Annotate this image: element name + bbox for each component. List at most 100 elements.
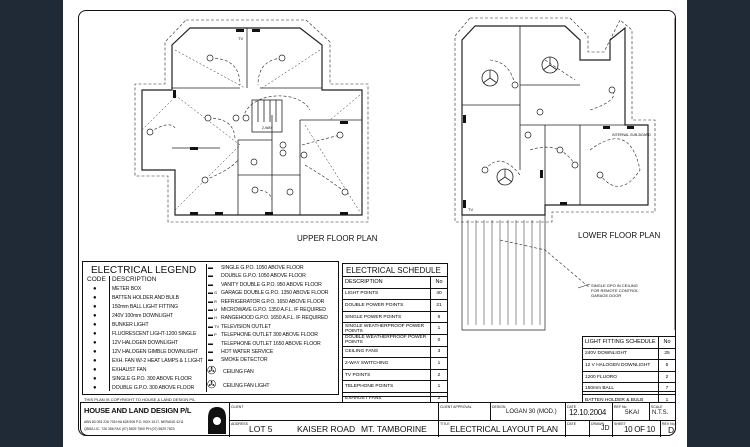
halogen-downlight-icon: ● (93, 340, 97, 346)
design-label: DESIGN (492, 405, 506, 409)
schedule-desc: SINGLE POWER POINTS (342, 310, 431, 324)
light-count: 5 (658, 359, 676, 372)
upper-floor-plan: TV 2-WAY (134, 19, 369, 223)
drawn-value: JD (601, 425, 610, 432)
batten-holder-icon: ● (93, 295, 97, 301)
upper-wiring (149, 57, 346, 201)
exhaust-fan-heat-icon: ● (93, 358, 97, 364)
garage-note-line: SINGLE GPO IN CEILING (591, 283, 638, 288)
company-line-1: ABN 83 093 226 705 HIA 628 506 P.O. BOX … (84, 420, 184, 424)
copyright-note: THIS PLAN IS COPYRIGHT TO HOUSE & LAND D… (84, 397, 196, 402)
garage-note-line: FOR REMOTE CONTROL (591, 288, 639, 293)
legend-item: BATTEN HOLDER AND BULB (112, 295, 179, 301)
legend-item: CEILING FAN (223, 369, 254, 375)
bunker-light-icon: ● (93, 322, 97, 328)
schedule-count: 1 (430, 380, 448, 393)
lower-outer-wall (461, 25, 649, 216)
tv-outlet-icon: ▬ (208, 323, 213, 330)
light-desc: 240V DOWNLIGHT (582, 347, 659, 361)
lower-eaves (454, 17, 656, 223)
drawing-title: ELECTRICAL LAYOUT PLAN (450, 424, 558, 434)
upper-eaves (134, 19, 369, 223)
light-desc: 1200 FLUORO (582, 370, 659, 384)
lower-tv-label: TV (468, 207, 473, 212)
schedule-desc: TV POINTS (342, 368, 431, 382)
upper-floor-title: UPPER FLOOR PLAN (297, 234, 378, 243)
lower-ceiling-fans (481, 56, 559, 186)
legend-item: EXH. FAN W/-2 HEAT LAMPS & 1 LIGHT (112, 358, 203, 364)
legend-code: R (214, 298, 217, 304)
single-gpo-icon: ● (93, 376, 97, 382)
lower-light-points (481, 81, 616, 179)
garage-note: SINGLE GPO IN CEILING FOR REMOTE CONTROL… (577, 283, 639, 298)
address-road: KAISER ROAD (297, 424, 356, 434)
electrical-legend: ELECTRICAL LEGEND CODE DESCRIPTION ●METE… (82, 261, 339, 395)
date2-label: DATE (567, 422, 577, 426)
single-gpo-icon: ▬ (208, 265, 213, 271)
legend-item: DOUBLE G.P.O. 300 ABOVE FLOOR (112, 385, 195, 391)
legend-item: 240V 100mm DOWNLIGHT (112, 313, 173, 319)
hot-water-icon: ▬ (208, 349, 213, 355)
schedule-desc: LIGHT POINTS (342, 287, 431, 301)
address-suburb: MT. TAMBORINE (361, 424, 427, 434)
sheet-label: SHEET (614, 422, 626, 426)
lower-gpo-marks (463, 115, 634, 208)
client-label: CLIENT (231, 405, 244, 409)
schedule-count: 3 (430, 345, 448, 359)
double-gpo-icon: ● (93, 385, 97, 391)
legend-title: ELECTRICAL LEGEND (91, 265, 197, 276)
garage-gpo-icon: ▬ (208, 290, 213, 297)
legend-item: CEILING FAN LIGHT (223, 383, 270, 389)
rangehood-gpo-icon: ▬ (208, 315, 213, 322)
legend-code: G (214, 290, 218, 296)
legend-code: H (214, 315, 217, 321)
upper-internal-walls (172, 28, 362, 215)
legend-item: MICROWAVE G.P.O. 1350 A.F.L. IF REQUIRED (221, 307, 326, 313)
ref-label: REF No (614, 405, 627, 409)
date-value: 12.10.2004 (569, 408, 607, 417)
schedule-desc: CEILING FANS (342, 345, 431, 359)
legend-item: RANGEHOOD G.P.O. 1650 A.F.L. IF REQUIRED (221, 315, 328, 322)
legend-item: REFRIGERATOR G.P.O. 1650 ABOVE FLOOR (221, 298, 325, 305)
schedule-header: DESCRIPTION (342, 276, 431, 289)
legend-item: GARAGE DOUBLE G.P.O. 1350 ABOVE FLOOR (221, 290, 329, 297)
ceiling-fan-icon (496, 168, 514, 186)
schedule-count: 6 (430, 310, 448, 324)
schedule-count: 40 (430, 287, 448, 301)
garage-note-line: GARAGE DOOR (591, 293, 621, 298)
legend-code-header: CODE (87, 276, 106, 283)
light-count: 2 (658, 370, 676, 384)
sub-board-label: INTERNAL SUB-BOARD (612, 133, 651, 137)
ceiling-fan-icon: ✇ (207, 365, 217, 377)
legend-item: SMOKE DETECTOR (221, 357, 268, 364)
meter-box-icon: ● (93, 286, 97, 292)
schedule-desc: 2-WAY SWITCHING (342, 357, 431, 370)
legend-item: 12V HALOGEN GIMBLE DOWNLIGHT (112, 349, 199, 355)
schedule-count: 1 (430, 322, 448, 335)
legend-item: TELEVISION OUTLET (221, 323, 271, 330)
schedule-count: 0 (430, 333, 448, 347)
schedule-count: 2 (430, 368, 448, 382)
light-schedule-title: LIGHT FITTING SCHEDULE (582, 336, 659, 349)
date-label: DATE (567, 405, 577, 409)
title-block: HOUSE AND LAND DESIGN P/L ABN 83 093 226… (80, 402, 676, 437)
title-label: TITLE (440, 422, 450, 426)
scale-label: SCALE (651, 405, 663, 409)
lower-internal-walls (462, 26, 625, 205)
legend-item: TELEPHONE OUTLET 300 ABOVE FLOOR (221, 332, 318, 339)
ceiling-fan-icon (541, 56, 559, 74)
design-value: LOGAN 30 (MOD.) (506, 409, 557, 415)
ceiling-fan-icon (481, 69, 499, 87)
garage-hatching (467, 220, 541, 325)
garage-extension (461, 215, 546, 331)
